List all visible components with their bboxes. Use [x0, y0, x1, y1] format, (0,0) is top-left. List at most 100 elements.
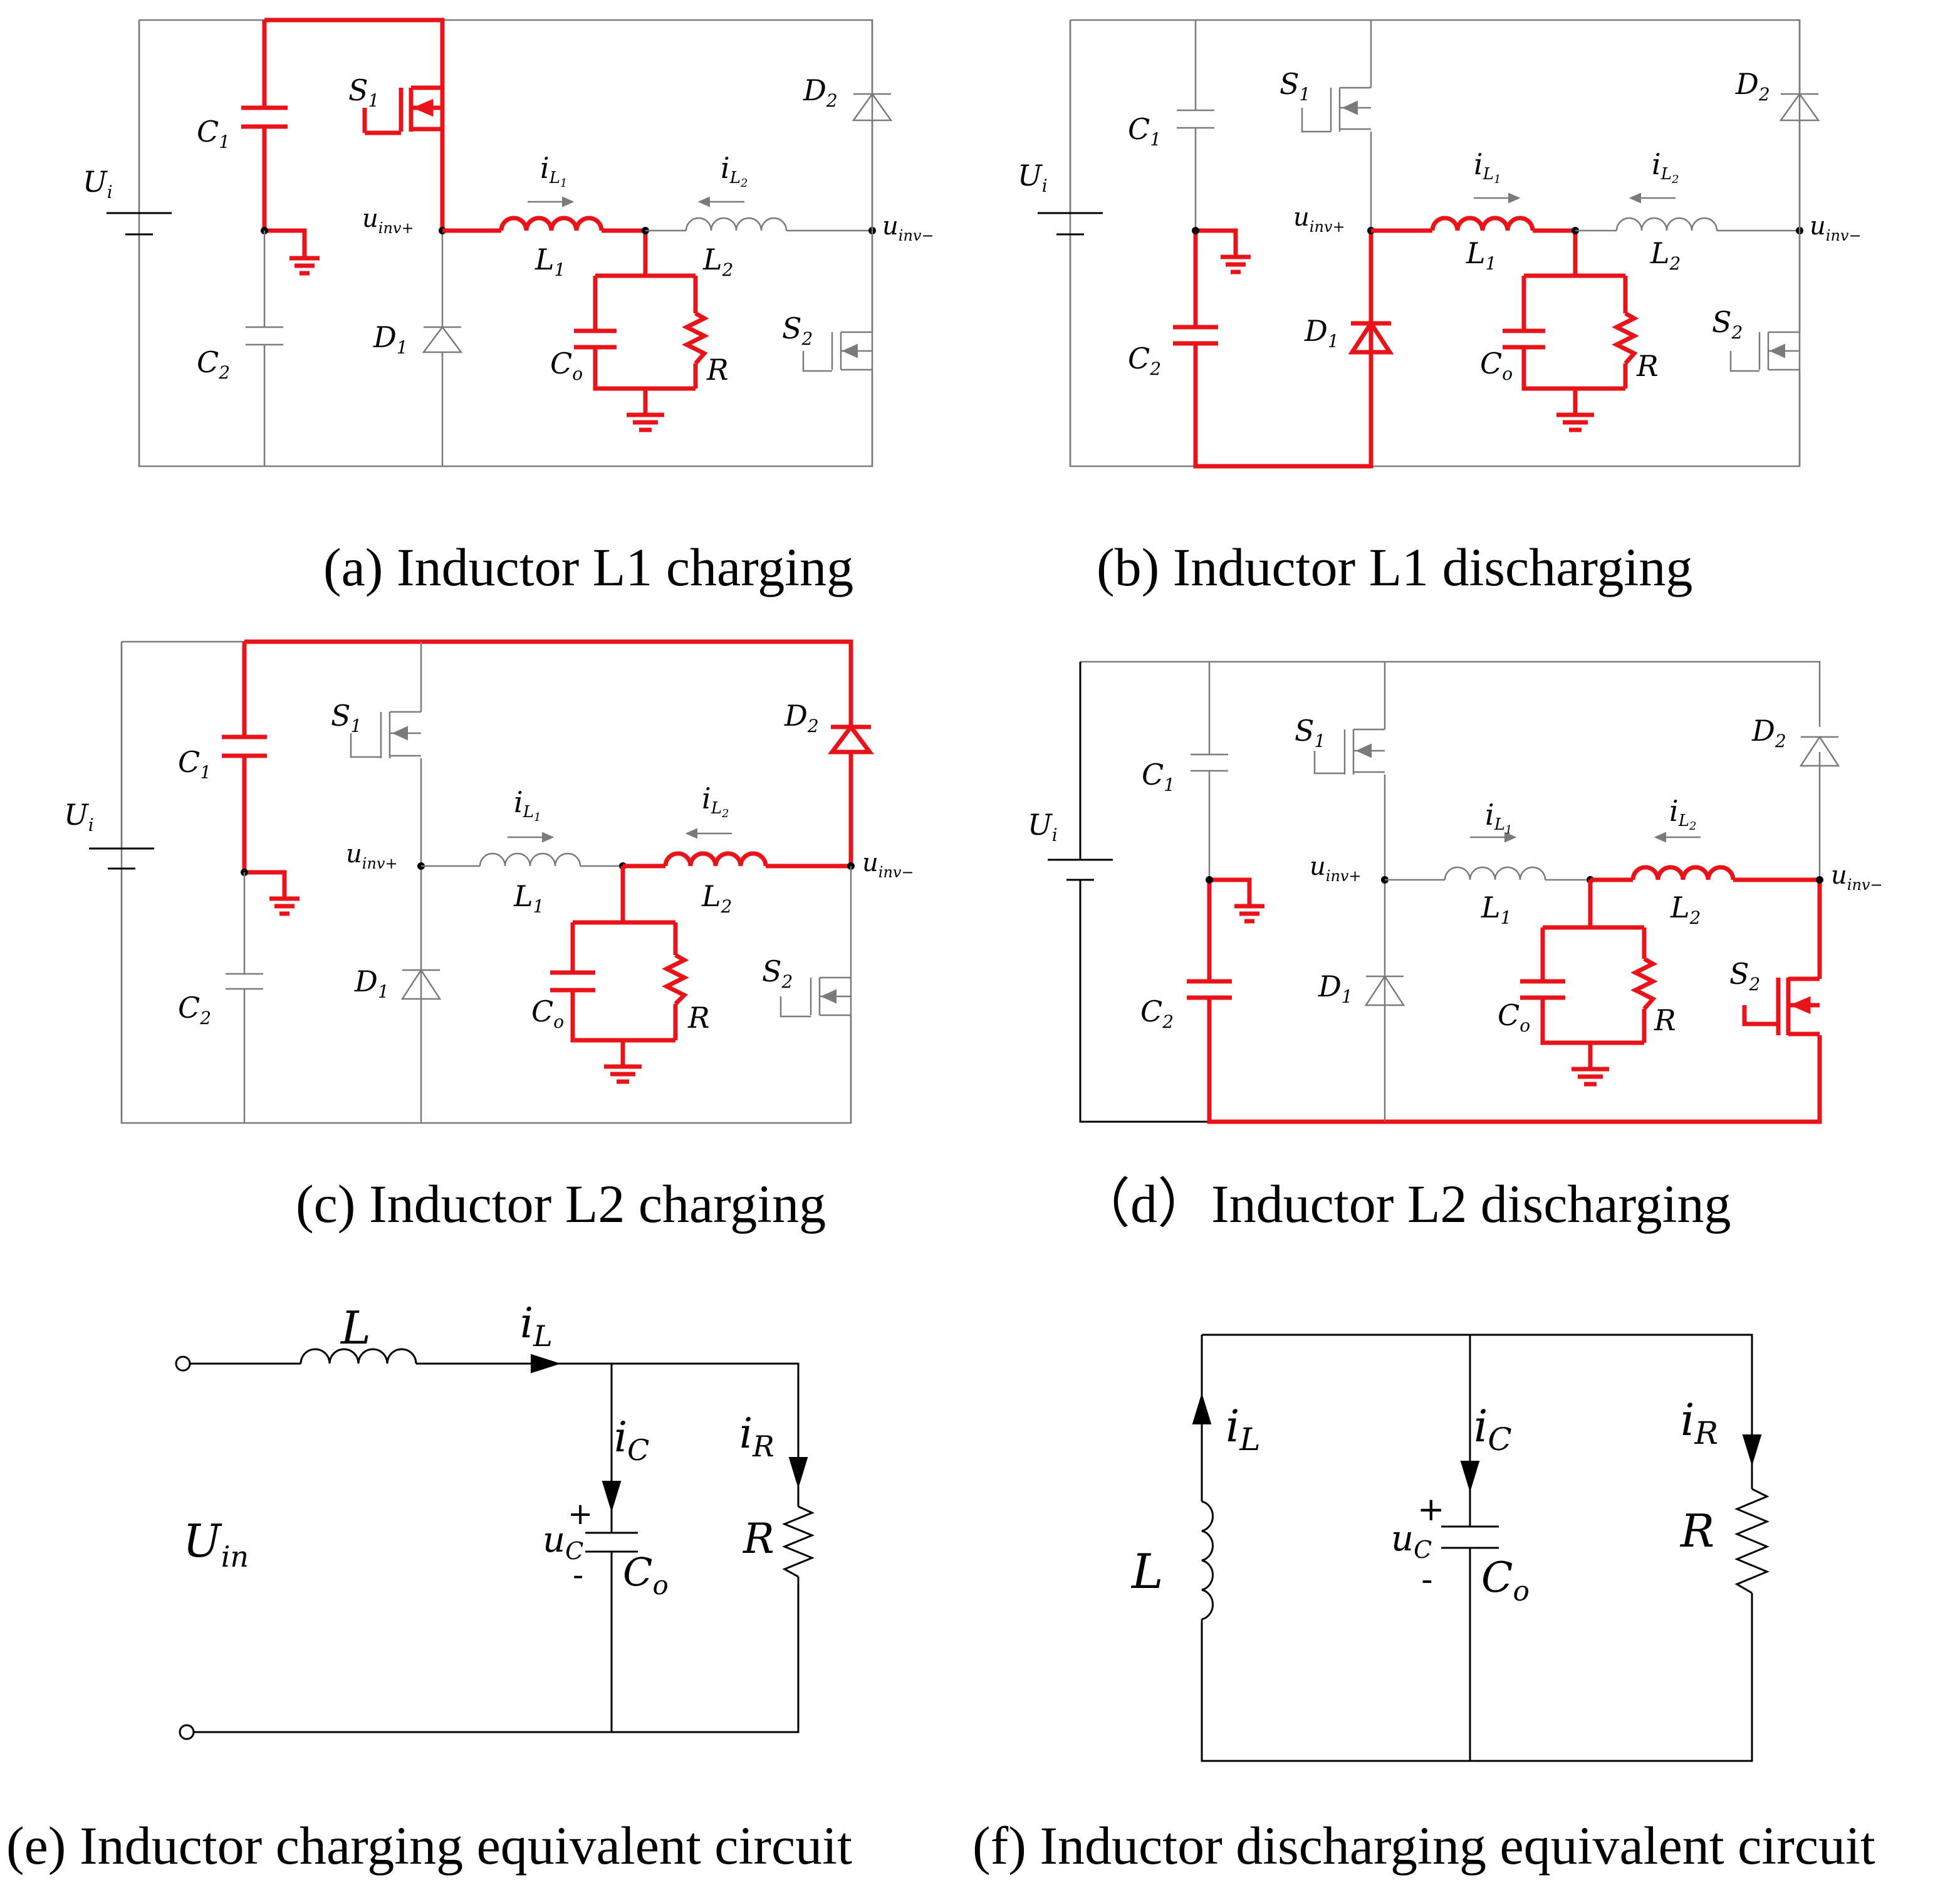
svg-text:C2: C2 [1128, 342, 1161, 379]
caption-e: (e) Inductor charging equivalent circuit [6, 1815, 852, 1876]
svg-text:S1: S1 [1280, 67, 1310, 105]
svg-text:D1: D1 [354, 964, 389, 1002]
svg-text:-: - [573, 1558, 583, 1593]
svg-text:D2: D2 [1751, 714, 1786, 751]
panel-a [107, 18, 893, 467]
svg-text:R: R [1636, 349, 1659, 383]
svg-text:Co: Co [1481, 1553, 1530, 1607]
svg-text:S2: S2 [782, 311, 813, 349]
svg-text:uinv−: uinv− [862, 849, 914, 881]
svg-text:C2: C2 [178, 991, 211, 1028]
svg-text:R: R [687, 1001, 710, 1035]
svg-text:Ui: Ui [1018, 159, 1048, 196]
svg-text:D1: D1 [1318, 969, 1353, 1007]
svg-text:uinv−: uinv− [882, 212, 934, 244]
svg-text:iC: iC [614, 1413, 649, 1467]
svg-text:S1: S1 [331, 699, 362, 736]
svg-text:iL2: iL2 [702, 781, 729, 820]
labels-panel-d: Ui C1 C2 S1 D1 D2 S2 L1 L2 iL1 iL2 uinv+… [1028, 714, 1883, 1037]
svg-text:Co: Co [531, 995, 564, 1032]
svg-text:R: R [1679, 1505, 1714, 1557]
svg-text:L2: L2 [1670, 890, 1701, 928]
panel-c [89, 639, 874, 1124]
svg-text:L2: L2 [701, 879, 732, 917]
svg-text:uinv−: uinv− [1831, 861, 1883, 894]
svg-text:L: L [1130, 1543, 1163, 1599]
svg-text:L1: L1 [1481, 890, 1511, 928]
svg-text:Co: Co [623, 1549, 669, 1600]
svg-text:iL1: iL1 [1485, 798, 1512, 837]
svg-text:C2: C2 [197, 345, 230, 383]
svg-text:R: R [743, 1515, 774, 1563]
svg-text:C1: C1 [1128, 112, 1161, 150]
svg-text:iL2: iL2 [1669, 794, 1696, 833]
caption-c: (c) Inductor L2 charging [296, 1174, 826, 1234]
svg-text:uinv+: uinv+ [1310, 852, 1362, 885]
svg-text:uC: uC [1391, 1518, 1432, 1564]
svg-text:D2: D2 [803, 73, 838, 111]
caption-f: (f) Inductor discharging equivalent circ… [972, 1815, 1875, 1876]
svg-text:iR: iR [739, 1409, 774, 1463]
svg-text:D1: D1 [373, 320, 408, 358]
svg-text:L2: L2 [1650, 236, 1681, 274]
svg-text:S1: S1 [1295, 714, 1325, 751]
svg-text:uC: uC [543, 1520, 583, 1565]
svg-text:S2: S2 [1729, 957, 1760, 995]
svg-text:C2: C2 [1140, 995, 1174, 1032]
terminal-top [175, 1355, 191, 1372]
svg-text:iR: iR [1681, 1394, 1718, 1451]
svg-text:D2: D2 [1735, 67, 1770, 105]
svg-text:C1: C1 [1142, 758, 1175, 795]
svg-text:iL2: iL2 [1652, 147, 1679, 186]
svg-text:S1: S1 [348, 73, 379, 111]
svg-text:Co: Co [1498, 998, 1530, 1036]
svg-text:uinv+: uinv+ [346, 840, 398, 872]
svg-text:D1: D1 [1304, 314, 1339, 352]
labels-panel-f: L iL iC iR uC Co R + - [1130, 1394, 1718, 1607]
svg-text:L: L [340, 1302, 371, 1354]
svg-text:-: - [1421, 1561, 1433, 1599]
svg-text:+: + [1417, 1491, 1445, 1528]
labels-panel-a: Ui C1 C2 S1 D1 D2 S2 L1 L2 iL1 iL2 uinv+… [83, 73, 934, 387]
svg-text:R: R [706, 353, 729, 387]
panel-e [175, 1348, 815, 1740]
svg-text:S2: S2 [1712, 305, 1743, 343]
panel-f [1192, 1334, 1770, 1762]
panel-b [1038, 19, 1820, 469]
svg-text:D2: D2 [784, 699, 819, 736]
svg-text:Ui: Ui [1028, 808, 1058, 845]
svg-text:Ui: Ui [83, 165, 113, 202]
svg-text:L1: L1 [513, 879, 544, 917]
svg-text:C1: C1 [178, 745, 211, 783]
svg-text:C1: C1 [197, 115, 230, 152]
labels-panel-e: L iL iC iR Uin uC Co R + - [183, 1299, 774, 1600]
terminal-bottom [179, 1724, 195, 1740]
svg-text:L2: L2 [702, 243, 733, 280]
svg-text:+: + [568, 1496, 593, 1532]
svg-text:iL: iL [520, 1299, 553, 1353]
svg-text:Co: Co [550, 347, 583, 384]
svg-text:uinv+: uinv+ [1293, 203, 1345, 236]
svg-text:Ui: Ui [64, 798, 94, 835]
svg-text:uinv+: uinv+ [362, 204, 414, 237]
svg-text:iL2: iL2 [721, 151, 748, 190]
svg-text:iL: iL [1226, 1401, 1261, 1458]
svg-text:uinv−: uinv− [1810, 212, 1862, 244]
caption-a: (a) Inductor L1 charging [323, 537, 853, 597]
svg-text:Uin: Uin [183, 1515, 249, 1574]
svg-text:R: R [1654, 1003, 1676, 1037]
panel-d [1048, 661, 1840, 1124]
svg-text:L1: L1 [534, 243, 565, 280]
svg-text:iL1: iL1 [1474, 147, 1501, 186]
svg-text:iL1: iL1 [540, 151, 567, 190]
svg-text:iC: iC [1474, 1401, 1512, 1458]
caption-d: （d）Inductor L2 discharging [1076, 1174, 1731, 1234]
svg-text:S2: S2 [762, 954, 793, 992]
svg-text:Co: Co [1480, 347, 1513, 384]
svg-text:iL1: iL1 [514, 785, 541, 824]
caption-b: (b) Inductor L1 discharging [1097, 537, 1692, 597]
svg-text:L1: L1 [1466, 236, 1496, 274]
labels-panel-c: Ui C1 C2 S1 D1 D2 S2 L1 L2 iL1 iL2 uinv+… [64, 699, 914, 1035]
labels-panel-b: Ui C1 C2 S1 D1 D2 S2 L1 L2 iL1 iL2 uinv+… [1018, 67, 1862, 384]
